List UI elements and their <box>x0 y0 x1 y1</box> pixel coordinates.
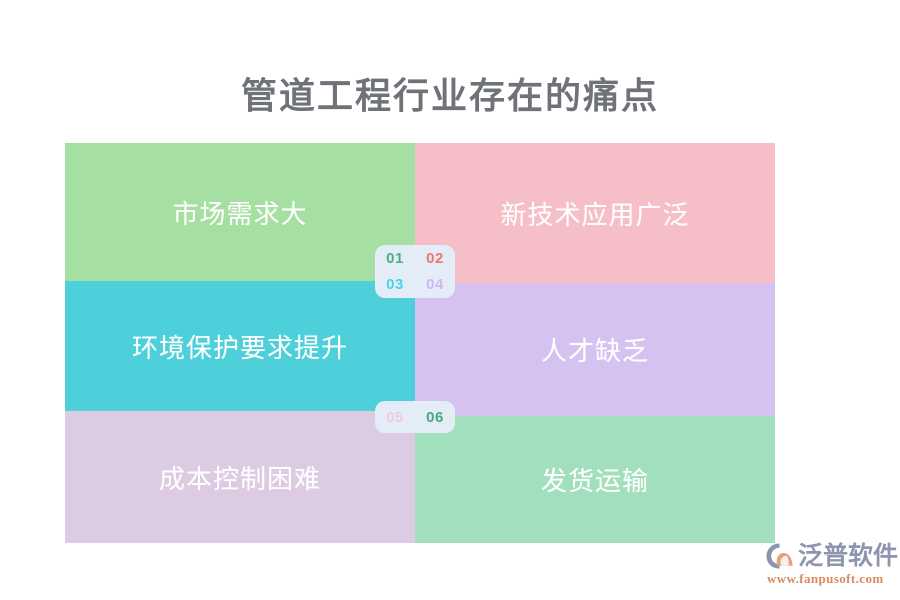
number-badge-top: 01 02 03 04 <box>375 245 455 298</box>
fanpu-logo-icon <box>765 541 795 571</box>
matrix-cell-06[interactable]: 发货运输 <box>415 416 775 543</box>
matrix-cell-02[interactable]: 新技术应用广泛 <box>415 143 775 283</box>
logo-name: 泛普软件 <box>798 542 899 570</box>
logo-row: 泛普软件 <box>765 540 898 572</box>
badge-number-04: 04 <box>426 276 444 294</box>
badge-number-02: 02 <box>426 249 444 267</box>
matrix-cell-label: 环境保护要求提升 <box>131 332 348 363</box>
brand-logo: 泛普软件 www.fanpusoft.com <box>765 540 898 590</box>
pain-points-matrix: 市场需求大 新技术应用广泛 环境保护要求提升 人才缺乏 成本控制困难 发货运输 … <box>65 143 775 543</box>
matrix-cell-01[interactable]: 市场需求大 <box>65 143 415 281</box>
badge-number-03: 03 <box>386 276 404 294</box>
number-badge-bottom: 05 06 <box>375 401 455 433</box>
matrix-cell-03[interactable]: 环境保护要求提升 <box>65 281 415 411</box>
matrix-cell-label: 新技术应用广泛 <box>500 199 690 230</box>
matrix-cell-04[interactable]: 人才缺乏 <box>415 283 775 416</box>
badge-number-01: 01 <box>386 249 404 267</box>
matrix-cell-05[interactable]: 成本控制困难 <box>65 411 415 543</box>
badge-number-06: 06 <box>426 408 444 426</box>
logo-url: www.fanpusoft.com <box>767 571 884 586</box>
matrix-cell-label: 成本控制困难 <box>158 463 321 494</box>
matrix-cell-label: 发货运输 <box>540 466 649 496</box>
badge-number-05: 05 <box>386 408 404 426</box>
matrix-cell-label: 市场需求大 <box>172 198 308 229</box>
matrix-cell-label: 人才缺乏 <box>540 336 649 366</box>
page-title: 管道工程行业存在的痛点 <box>240 75 659 116</box>
